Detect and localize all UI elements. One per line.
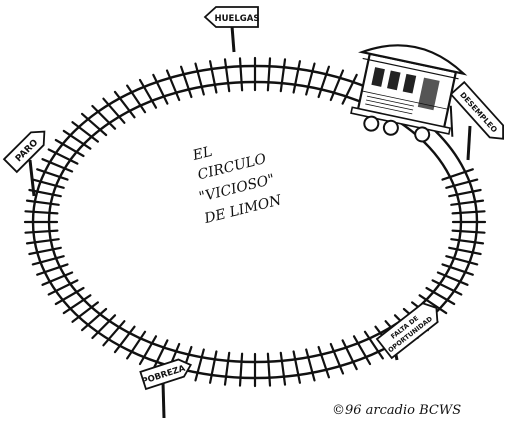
railroad-tie [352, 335, 372, 366]
railroad-tie [292, 350, 301, 384]
railroad-tie [71, 121, 100, 143]
railroad-tie [450, 238, 485, 245]
artist-signature: ©96 arcadio BCWS [332, 403, 461, 418]
railroad-tie [209, 60, 218, 94]
inner-rail [47, 80, 463, 364]
railroad-tie [113, 90, 136, 119]
train-wheel [414, 126, 431, 143]
railroad-tie [238, 57, 244, 92]
railroad-tie [138, 78, 158, 109]
railroad-tie [47, 148, 79, 165]
train-car [350, 44, 468, 143]
railroad-tie [223, 58, 231, 93]
railroad-tie [91, 104, 117, 130]
railroad-tie [317, 345, 330, 379]
railroad-tie [25, 238, 60, 245]
train-wheel [363, 115, 380, 132]
railroad-tie [341, 73, 358, 105]
railroad-tie [305, 62, 316, 96]
railroad-tie [329, 342, 345, 375]
railroad-tie [431, 279, 463, 296]
railroad-tie [138, 335, 158, 366]
railroad-tie [451, 229, 486, 234]
railroad-tie [54, 138, 85, 158]
railroad-tie [266, 57, 272, 92]
railroad-tie [152, 73, 169, 105]
railroad-tie [102, 320, 126, 347]
railroad-tie [31, 255, 65, 266]
sign-pobreza: POBREZA [139, 358, 193, 419]
railroad-tie [305, 348, 316, 382]
railroad-tie [91, 314, 117, 340]
railroad-tie [41, 271, 74, 286]
railroad-tie [317, 65, 330, 99]
railroad-tie [24, 229, 59, 234]
title-line-1: EL [190, 144, 214, 164]
railroad-tie [152, 339, 169, 371]
railroad-tie [341, 339, 358, 371]
railroad-tie [80, 112, 108, 137]
sign-huelgas: HUELGAS [203, 6, 260, 53]
train-wheel [382, 119, 399, 136]
railroad-tie [448, 246, 482, 256]
railroad-tie [445, 178, 479, 189]
railroad-tie [36, 263, 69, 276]
railroad-tie [223, 351, 231, 386]
railroad-tie [102, 97, 126, 124]
railroad-tie [126, 330, 147, 360]
railroad-tie [71, 301, 100, 323]
railroad-tie [126, 84, 147, 114]
railroad-tie [24, 210, 59, 215]
railroad-tie [62, 294, 92, 315]
railroad-tie [441, 168, 474, 181]
railroad-tie [266, 352, 272, 387]
railroad-tie [451, 210, 486, 215]
railroad-tie [180, 65, 193, 99]
railroad-tie [448, 188, 482, 198]
railroad-tie [209, 350, 218, 384]
railroad-tie [279, 58, 287, 93]
train-panel-lines [361, 90, 449, 115]
train-windows [371, 67, 440, 111]
railroad-tie [194, 62, 205, 96]
railroad-tie [329, 69, 345, 102]
railroad-tie [238, 352, 244, 387]
railroad-tie [31, 178, 65, 189]
railroad-tie [165, 69, 181, 102]
railroad-tie [25, 199, 60, 206]
railroad-tie [194, 348, 205, 382]
railroad-tie [41, 158, 74, 173]
railroad-tie [279, 351, 287, 386]
railroad-tie [47, 279, 79, 296]
railroad-tie [436, 271, 469, 286]
railroad-tie [28, 246, 62, 256]
railroad-tie [450, 199, 485, 206]
railroad-tie [441, 263, 474, 276]
sign-huelgas-label: HUELGAS [215, 14, 260, 24]
railroad-tie [80, 307, 108, 332]
railroad-tie [292, 60, 301, 94]
railroad-tie [425, 286, 456, 306]
railroad-tie [113, 325, 136, 354]
railroad-tie [62, 129, 92, 150]
railroad-tie [36, 168, 69, 181]
railroad-tie [54, 286, 85, 306]
outer-rail [31, 64, 479, 380]
railroad-tie [418, 294, 448, 315]
railroad-tie [363, 330, 384, 360]
railroad-tie [445, 255, 479, 266]
sign-desempleo: DESEMPLEO [449, 80, 504, 161]
cartoon-title: EL CIRCULO "VICIOSO" DE LIMON [190, 144, 284, 228]
